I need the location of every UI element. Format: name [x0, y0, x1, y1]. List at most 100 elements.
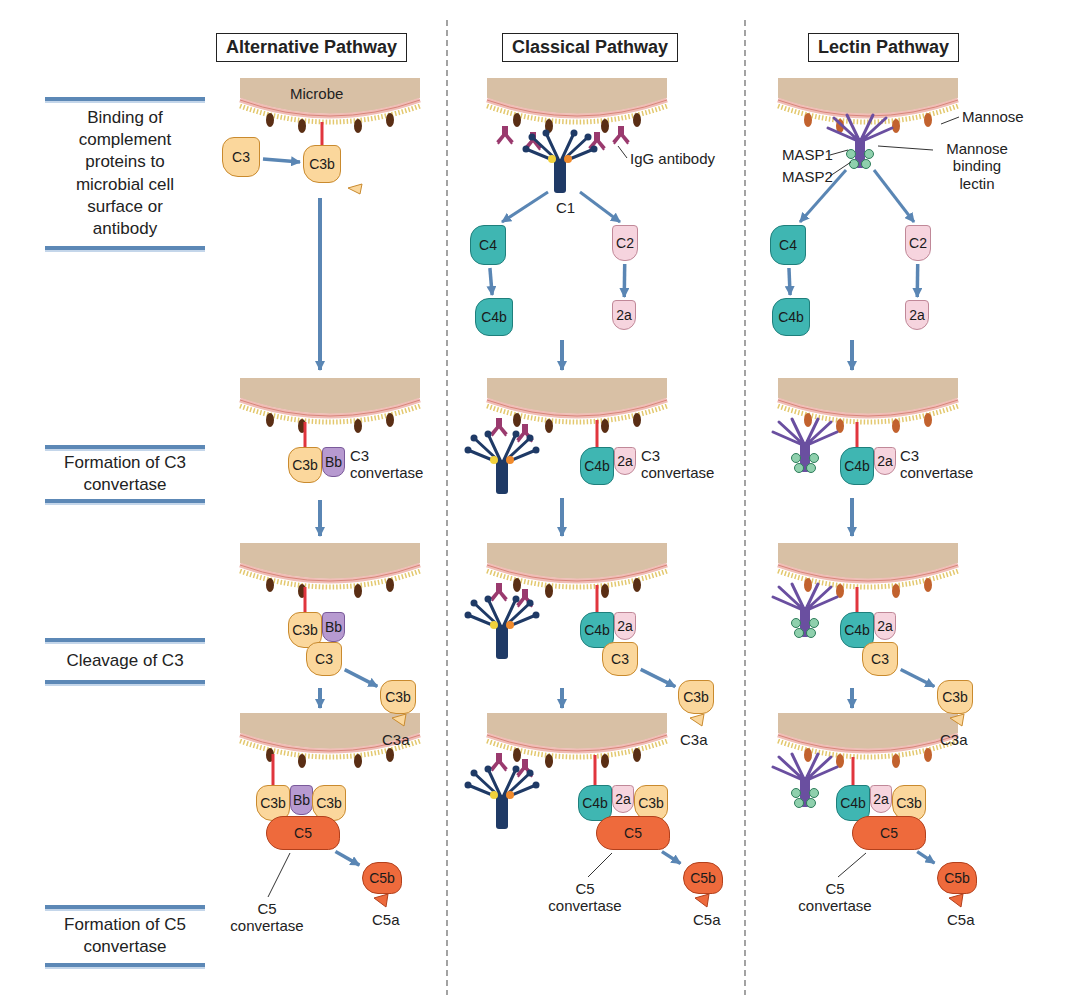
c5a-fragment [949, 894, 963, 907]
leader-line [618, 146, 627, 158]
annotation: Mannose [962, 108, 1024, 125]
cleavage-arrow [901, 669, 935, 686]
cleavage-arrow [263, 159, 300, 162]
antibody [491, 583, 507, 601]
protein-name: C3 [871, 651, 889, 667]
mannose-binding-lectin [773, 754, 837, 808]
pathway-header: Alternative Pathway [216, 33, 407, 62]
protein-name: 2a [877, 453, 893, 469]
annotation: C3a [940, 731, 968, 748]
complement-protein: Bb [322, 447, 345, 477]
leader-line [941, 117, 959, 124]
stalk [304, 422, 307, 448]
complement-protein: C3b [678, 680, 714, 714]
complement-protein: Bb [290, 785, 313, 815]
c3a-fragment [348, 184, 362, 194]
c5a-fragment [695, 894, 709, 907]
stalk [596, 585, 599, 613]
protein-name: C5b [690, 870, 716, 886]
complement-protein: C3 [862, 642, 898, 676]
complement-protein: C5 [852, 816, 926, 850]
protein-name: C4b [844, 458, 870, 474]
microbe [240, 543, 420, 598]
divider [446, 20, 447, 995]
stalk [596, 420, 599, 448]
protein-name: C4b [584, 622, 610, 638]
protein-name: C3b [309, 156, 335, 172]
protein-name: 2a [909, 307, 925, 323]
protein-name: Bb [293, 792, 310, 808]
header-text: Classical Pathway [512, 37, 668, 57]
c3a-fragment [690, 714, 704, 726]
flow-arrow [560, 688, 564, 708]
microbe [487, 713, 667, 768]
microbe [487, 543, 667, 598]
c3a-fragment [392, 714, 406, 726]
complement-protein: C5b [683, 862, 723, 894]
leader-line [878, 146, 933, 150]
complement-protein: C3b [937, 680, 973, 714]
step-label: Binding of complement proteins to microb… [45, 97, 205, 250]
microbe [240, 78, 420, 133]
annotation: C5a [947, 911, 975, 928]
protein-name: C3 [232, 149, 250, 165]
protein-name: C3 [315, 651, 333, 667]
step-label: Formation of C3 convertase [45, 445, 205, 503]
cleavage-arrow [662, 852, 681, 864]
step-text: Formation of C3 convertase [63, 452, 187, 496]
antibody [497, 126, 513, 144]
microbe [487, 78, 667, 133]
step-text: Binding of complement proteins to microb… [63, 107, 187, 240]
stalk [321, 122, 324, 146]
protein-name: C4b [582, 795, 608, 811]
protein-name: C3b [638, 795, 664, 811]
protein-name: C5b [944, 870, 970, 886]
annotation: MASP1 [782, 146, 833, 163]
protein-name: C3b [260, 795, 286, 811]
complement-protein: C5 [596, 816, 670, 850]
cleavage-arrow [789, 268, 790, 295]
protein-name: C5 [880, 825, 898, 841]
complement-protein: 2a [874, 447, 896, 475]
microbe [240, 378, 420, 433]
stalk [594, 755, 597, 786]
complement-protein: C3 [602, 642, 638, 676]
protein-name: C2 [909, 235, 927, 251]
complement-protein: C4b [580, 447, 614, 485]
complement-protein: 2a [612, 785, 634, 813]
complement-protein: C3 [222, 137, 260, 177]
leader-line [830, 162, 851, 176]
step-text: Cleavage of C3 [63, 650, 187, 672]
cleavage-arrow [641, 669, 676, 686]
protein-name: 2a [873, 791, 889, 807]
complement-protein: C5b [362, 862, 402, 894]
stalk [272, 754, 275, 786]
complement-protein: 2a [870, 785, 892, 813]
leader-line [838, 853, 866, 877]
protein-name: C4 [779, 237, 797, 253]
stalk [856, 587, 859, 613]
complement-protein: C3b [303, 145, 341, 183]
mannose-binding-lectin [773, 584, 837, 638]
protein-name: C5 [294, 825, 312, 841]
annotation: C5 convertase [540, 880, 630, 915]
pathway-header: Classical Pathway [502, 33, 678, 62]
annotation: C3a [680, 731, 708, 748]
complement-protein: 2a [905, 300, 929, 330]
mannose-binding-lectin [773, 419, 837, 473]
flow-arrow [318, 500, 322, 536]
complement-protein: C2 [612, 225, 638, 261]
cleavage-arrow [335, 851, 359, 865]
complement-protein: C3 [306, 642, 342, 676]
protein-name: C3b [896, 795, 922, 811]
protein-name: C3b [316, 795, 342, 811]
step-label: Cleavage of C3 [45, 638, 205, 684]
complement-protein: C3b [288, 447, 322, 483]
protein-name: C4b [584, 458, 610, 474]
mannose-binding-lectin [828, 115, 892, 169]
microbe [240, 713, 420, 768]
activation-arrow [502, 192, 548, 222]
flow-arrow [560, 340, 564, 370]
cleavage-arrow [345, 670, 378, 687]
